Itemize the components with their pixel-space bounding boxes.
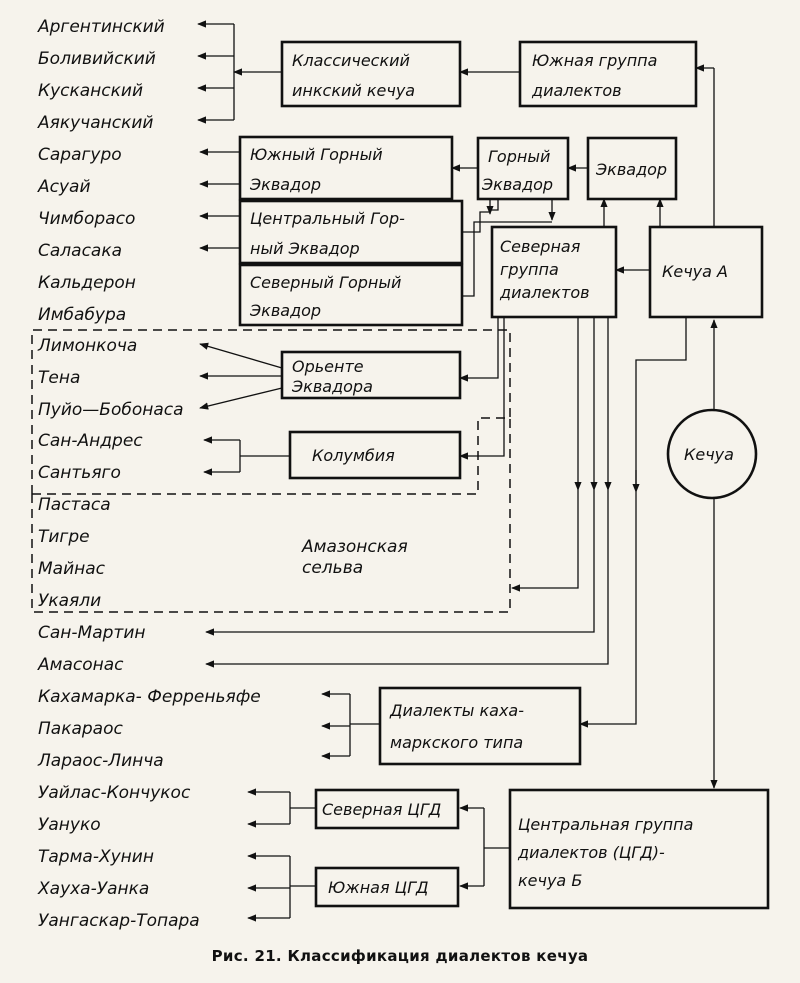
- box-central-group-b: Центральная группа диалектов (ЦГД)- кечу…: [508, 788, 770, 910]
- box-cajamarca-type: Диалекты каха- маркского типа: [378, 686, 582, 766]
- leaf-imbabura: Имбабура: [38, 305, 126, 325]
- svg-text:Центральная группа: Центральная группа: [518, 815, 693, 834]
- leaf-santyago: Сантьяго: [38, 463, 121, 483]
- connectors: [197, 20, 718, 922]
- svg-text:группа: группа: [500, 260, 559, 279]
- leaf-hauha: Хауха-Уанка: [37, 879, 149, 899]
- leaf-tarma: Тарма-Хунин: [38, 847, 154, 867]
- leaf-salasaka: Саласака: [38, 241, 122, 261]
- svg-text:ный Эквадор: ный Эквадор: [250, 239, 360, 258]
- svg-text:Эквадор: Эквадор: [595, 160, 667, 179]
- region-label-line-1: Амазонская: [301, 537, 408, 557]
- svg-text:Классический: Классический: [292, 51, 410, 70]
- svg-text:диалектов (ЦГД)-: диалектов (ЦГД)-: [517, 843, 665, 862]
- box-ecuador: Эквадор: [586, 136, 678, 201]
- svg-text:Эквадора: Эквадора: [291, 377, 373, 396]
- leaf-limonkocha: Лимонкоча: [37, 336, 137, 356]
- leaf-kalderon: Кальдерон: [38, 273, 136, 293]
- svg-text:Северный Горный: Северный Горный: [250, 273, 401, 292]
- svg-text:диалектов: диалектов: [531, 81, 622, 100]
- leaf-chimboraso: Чимборасо: [38, 209, 135, 229]
- svg-text:Диалекты каха-: Диалекты каха-: [389, 701, 524, 720]
- box-quechua-a: Кечуа А: [648, 225, 764, 319]
- svg-text:Северная: Северная: [500, 237, 581, 256]
- svg-text:маркского типа: маркского типа: [390, 733, 523, 752]
- leaf-argentinsky: Аргентинский: [37, 17, 165, 37]
- svg-text:Северная ЦГД: Северная ЦГД: [322, 800, 441, 819]
- leaf-asuay: Асуай: [37, 177, 91, 197]
- svg-text:Орьенте: Орьенте: [292, 357, 364, 376]
- svg-text:Южный Горный: Южный Горный: [250, 145, 383, 164]
- box-colombia: Колумбия: [288, 430, 462, 480]
- svg-text:Эквадор: Эквадор: [481, 175, 553, 194]
- box-north-group: Северная группа диалектов: [490, 225, 618, 319]
- svg-text:инкский кечуа: инкский кечуа: [292, 81, 415, 100]
- box-highland-ecuador: Горный Эквадор: [476, 136, 570, 201]
- leaf-labels: Аргентинский Боливийский Кусканский Аяку…: [37, 17, 261, 931]
- leaf-pastasa: Пастаса: [38, 495, 111, 515]
- region-label-line-2: сельва: [302, 558, 363, 578]
- leaf-tena: Тена: [38, 368, 80, 388]
- leaf-ayakuchansky: Аякучанский: [37, 113, 153, 133]
- box-north-highland-ecuador: Северный Горный Эквадор: [238, 263, 464, 327]
- leaf-uanuko: Уануко: [38, 815, 101, 835]
- circle-quechua: Кечуа: [666, 408, 758, 500]
- svg-text:Кечуа: Кечуа: [684, 445, 734, 464]
- leaf-tigre: Тигре: [38, 527, 90, 547]
- svg-text:Эквадор: Эквадор: [249, 301, 321, 320]
- leaf-san-andres: Сан-Андрес: [38, 431, 143, 451]
- leaf-san-martin: Сан-Мартин: [38, 623, 145, 643]
- svg-text:диалектов: диалектов: [499, 283, 590, 302]
- leaf-maynas: Майнас: [38, 559, 106, 579]
- leaf-saraguro: Сарагуро: [38, 145, 122, 165]
- leaf-uangaskar: Уангаскар-Топара: [38, 911, 200, 931]
- leaf-ukayali: Укаяли: [38, 591, 101, 611]
- svg-text:кечуа Б: кечуа Б: [518, 871, 582, 890]
- svg-text:Горный: Горный: [488, 147, 550, 166]
- box-north-cgd: Северная ЦГД: [314, 788, 460, 830]
- box-classic-inca: Классический инкский кечуа: [280, 40, 462, 108]
- svg-text:Кечуа А: Кечуа А: [662, 262, 728, 281]
- leaf-laraos: Лараос-Линча: [37, 751, 164, 771]
- box-south-cgd: Южная ЦГД: [314, 866, 460, 908]
- leaf-puyo-bobonasa: Пуйо—Бобонаса: [38, 400, 184, 420]
- svg-text:Эквадор: Эквадор: [249, 175, 321, 194]
- box-south-highland-ecuador: Южный Горный Эквадор: [238, 135, 454, 201]
- leaf-amasonas: Амасонас: [37, 655, 124, 675]
- box-oriente-ecuador: Орьенте Эквадора: [280, 350, 462, 400]
- leaf-pakaraos: Пакараос: [38, 719, 123, 739]
- leaf-kuskansky: Кусканский: [38, 81, 143, 101]
- svg-text:Южная группа: Южная группа: [532, 51, 657, 70]
- leaf-kahamarka: Кахамарка- Ферреньяфе: [38, 687, 261, 707]
- leaf-boliviysky: Боливийский: [38, 49, 156, 69]
- leaf-uaylas: Уайлас-Кончукос: [38, 783, 191, 803]
- svg-text:Центральный Гор-: Центральный Гор-: [250, 209, 405, 228]
- svg-text:Колумбия: Колумбия: [312, 446, 395, 465]
- box-south-group: Южная группа диалектов: [518, 40, 698, 108]
- dashed-region-amazon: [31, 418, 511, 613]
- box-central-highland-ecuador: Центральный Гор- ный Эквадор: [238, 199, 464, 265]
- figure-caption: Рис. 21. Классификация диалектов кечуа: [211, 947, 589, 965]
- svg-text:Южная ЦГД: Южная ЦГД: [328, 878, 429, 897]
